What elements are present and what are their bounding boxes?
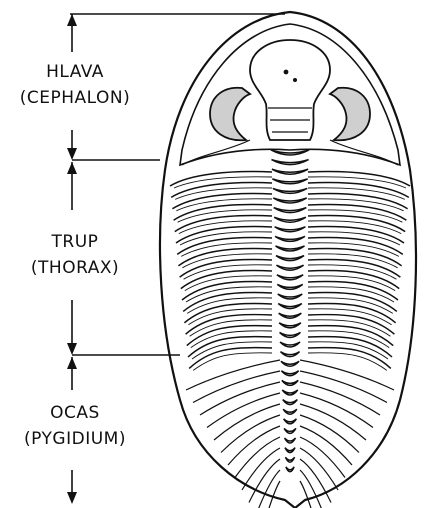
cephalon-border [180, 24, 400, 165]
pleura-furrow [308, 309, 392, 325]
pleura-furrow [308, 331, 389, 348]
cephalon-latin: (CEPHALON) [0, 88, 150, 108]
axial-ring [274, 208, 307, 213]
left-eye [210, 88, 250, 140]
pygidium-rib [300, 404, 366, 440]
pygidium-rib [207, 393, 280, 428]
pleura-furrow [308, 320, 390, 336]
axial-ring [276, 265, 303, 270]
axial-ring [278, 304, 302, 309]
pleura-furrow [190, 320, 272, 336]
axial-ring [275, 236, 305, 241]
pygidium-rib [300, 415, 359, 453]
pygidium-rib [235, 437, 280, 478]
pygidium-rib [300, 481, 317, 508]
axial-ring [285, 448, 295, 453]
axial-ring [277, 275, 303, 280]
pygidium-latin: (PYGIDIUM) [0, 429, 150, 449]
pygidium-label: OCAS (PYGIDIUM) [0, 403, 150, 449]
pleura-furrow [188, 309, 272, 325]
pygidium-rib [214, 404, 280, 440]
cephalon-name: HLAVA [0, 62, 150, 82]
glabella-furrows [268, 108, 312, 132]
thorax-label: TRUP (THORAX) [0, 232, 150, 278]
right-eye [330, 88, 370, 140]
axial-ring [280, 332, 301, 337]
pygidium-rib [300, 382, 380, 415]
axial-ring [284, 419, 297, 424]
pleura-furrow [308, 353, 387, 371]
axial-ring [282, 380, 298, 385]
axial-ring [273, 198, 307, 203]
axial-ring [283, 400, 298, 405]
cephalon-label: HLAVA (CEPHALON) [0, 62, 150, 108]
pygidium-rib [300, 448, 338, 490]
axial-ring [282, 390, 298, 395]
pygidium-rib [193, 371, 280, 403]
pleura-furrow [308, 298, 393, 314]
axial-ring [276, 246, 305, 251]
pygidium-rib [300, 393, 373, 428]
axial-ring [285, 457, 294, 462]
glabella [250, 40, 330, 140]
pleura-furrow [193, 353, 272, 371]
axial-ring [274, 217, 306, 222]
axial-ring [281, 371, 298, 376]
pygidium-rib [221, 415, 280, 453]
pygidium-rib [300, 426, 352, 465]
pleura-furrow [308, 342, 388, 359]
axial-ring [284, 428, 296, 433]
pygidium-rib [200, 382, 280, 415]
pygidium-rib [300, 371, 387, 403]
pygidium-rib [300, 437, 345, 478]
axial-ring [273, 188, 307, 193]
axial-ring [280, 342, 300, 347]
pygidium-rib [242, 448, 280, 490]
axial-ring [286, 467, 294, 472]
axial-ring [275, 227, 306, 232]
pleura-furrow [192, 342, 272, 359]
pleura-furrow [191, 331, 272, 348]
axial-ring [277, 284, 302, 289]
axial-ring [281, 361, 299, 366]
pygidium-rib [228, 426, 280, 465]
axial-ring [271, 160, 308, 165]
axial-ring [280, 352, 299, 357]
axial-ring [285, 438, 296, 443]
glabella-tubercle [284, 70, 289, 75]
axial-ring [272, 169, 308, 174]
axial-ring [272, 179, 307, 184]
axial-ring [279, 313, 302, 318]
axial-ring [283, 409, 297, 414]
thorax-name: TRUP [0, 232, 150, 252]
axial-ring [276, 256, 304, 261]
axial-ring [278, 294, 303, 299]
pleura-furrow [187, 298, 272, 314]
axial-rings [271, 150, 309, 472]
axial-ring [279, 323, 301, 328]
pygidium-name: OCAS [0, 403, 150, 423]
thorax-latin: (THORAX) [0, 258, 150, 278]
